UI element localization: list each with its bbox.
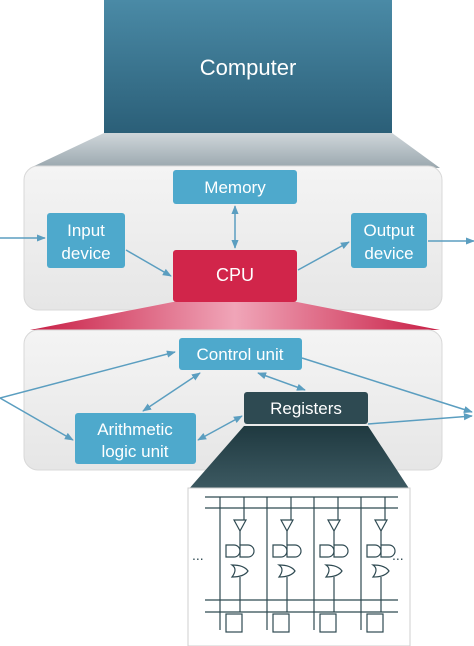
circuit-buffer-gate xyxy=(279,519,295,533)
cpu-to-output-arrow xyxy=(297,241,350,271)
circuit-or-gate xyxy=(277,564,296,578)
in-to-alu-arrow xyxy=(0,397,74,441)
alu-registers-arrow xyxy=(197,415,243,441)
alu-box xyxy=(75,413,196,464)
circuit-flip-flop xyxy=(225,613,243,633)
in-to-control-arrow xyxy=(0,350,176,399)
registers-zoom-funnel xyxy=(188,426,410,490)
cpu-zoom-funnel xyxy=(30,302,440,330)
circuit-flip-flop xyxy=(366,613,384,633)
register-circuit-panel xyxy=(187,487,411,646)
circuit-buffer-gate xyxy=(326,519,342,533)
circuit-flip-flop xyxy=(272,613,290,633)
circuit-or-gate xyxy=(230,564,249,578)
alu-label-line1: Arithmetic xyxy=(97,420,173,439)
registers-out-arrow xyxy=(367,413,473,425)
circuit-flip-flop xyxy=(319,613,337,633)
circuit-or-gate xyxy=(324,564,343,578)
circuit-buffer-gate xyxy=(373,519,389,533)
memory-label: Memory xyxy=(204,178,266,197)
input-to-cpu-arrow xyxy=(125,249,172,277)
circuit-and-gate xyxy=(333,544,349,558)
computer-box xyxy=(104,0,392,133)
input-device-label-line2: device xyxy=(61,244,110,263)
computer-zoom-funnel xyxy=(30,133,440,168)
control-unit-box xyxy=(179,338,302,370)
input-device-box xyxy=(47,213,125,268)
cpu-label: CPU xyxy=(216,265,254,285)
register-circuit-schematic xyxy=(205,496,398,633)
control-alu-arrow xyxy=(142,372,201,412)
input-device-label-line1: Input xyxy=(67,221,105,240)
output-device-box xyxy=(351,213,427,268)
circuit-and-gate xyxy=(286,544,302,558)
circuit-right-ellipsis: ... xyxy=(392,547,404,563)
circuit-left-ellipsis: ... xyxy=(192,547,204,563)
circuit-and-gate xyxy=(239,544,255,558)
control-registers-arrow xyxy=(257,372,306,391)
computer-label: Computer xyxy=(200,55,297,80)
alu-label-line2: logic unit xyxy=(101,442,168,461)
registers-label: Registers xyxy=(270,399,342,418)
circuit-buffer-gate xyxy=(232,519,248,533)
registers-box xyxy=(244,392,368,424)
circuit-or-gate xyxy=(371,564,390,578)
cpu-box xyxy=(173,250,297,302)
memory-box xyxy=(173,170,297,204)
output-device-label-line1: Output xyxy=(363,221,414,240)
control-unit-label: Control unit xyxy=(197,345,284,364)
output-device-label-line2: device xyxy=(364,244,413,263)
circuit-and-gate xyxy=(380,544,396,558)
control-out-arrow xyxy=(301,357,473,413)
